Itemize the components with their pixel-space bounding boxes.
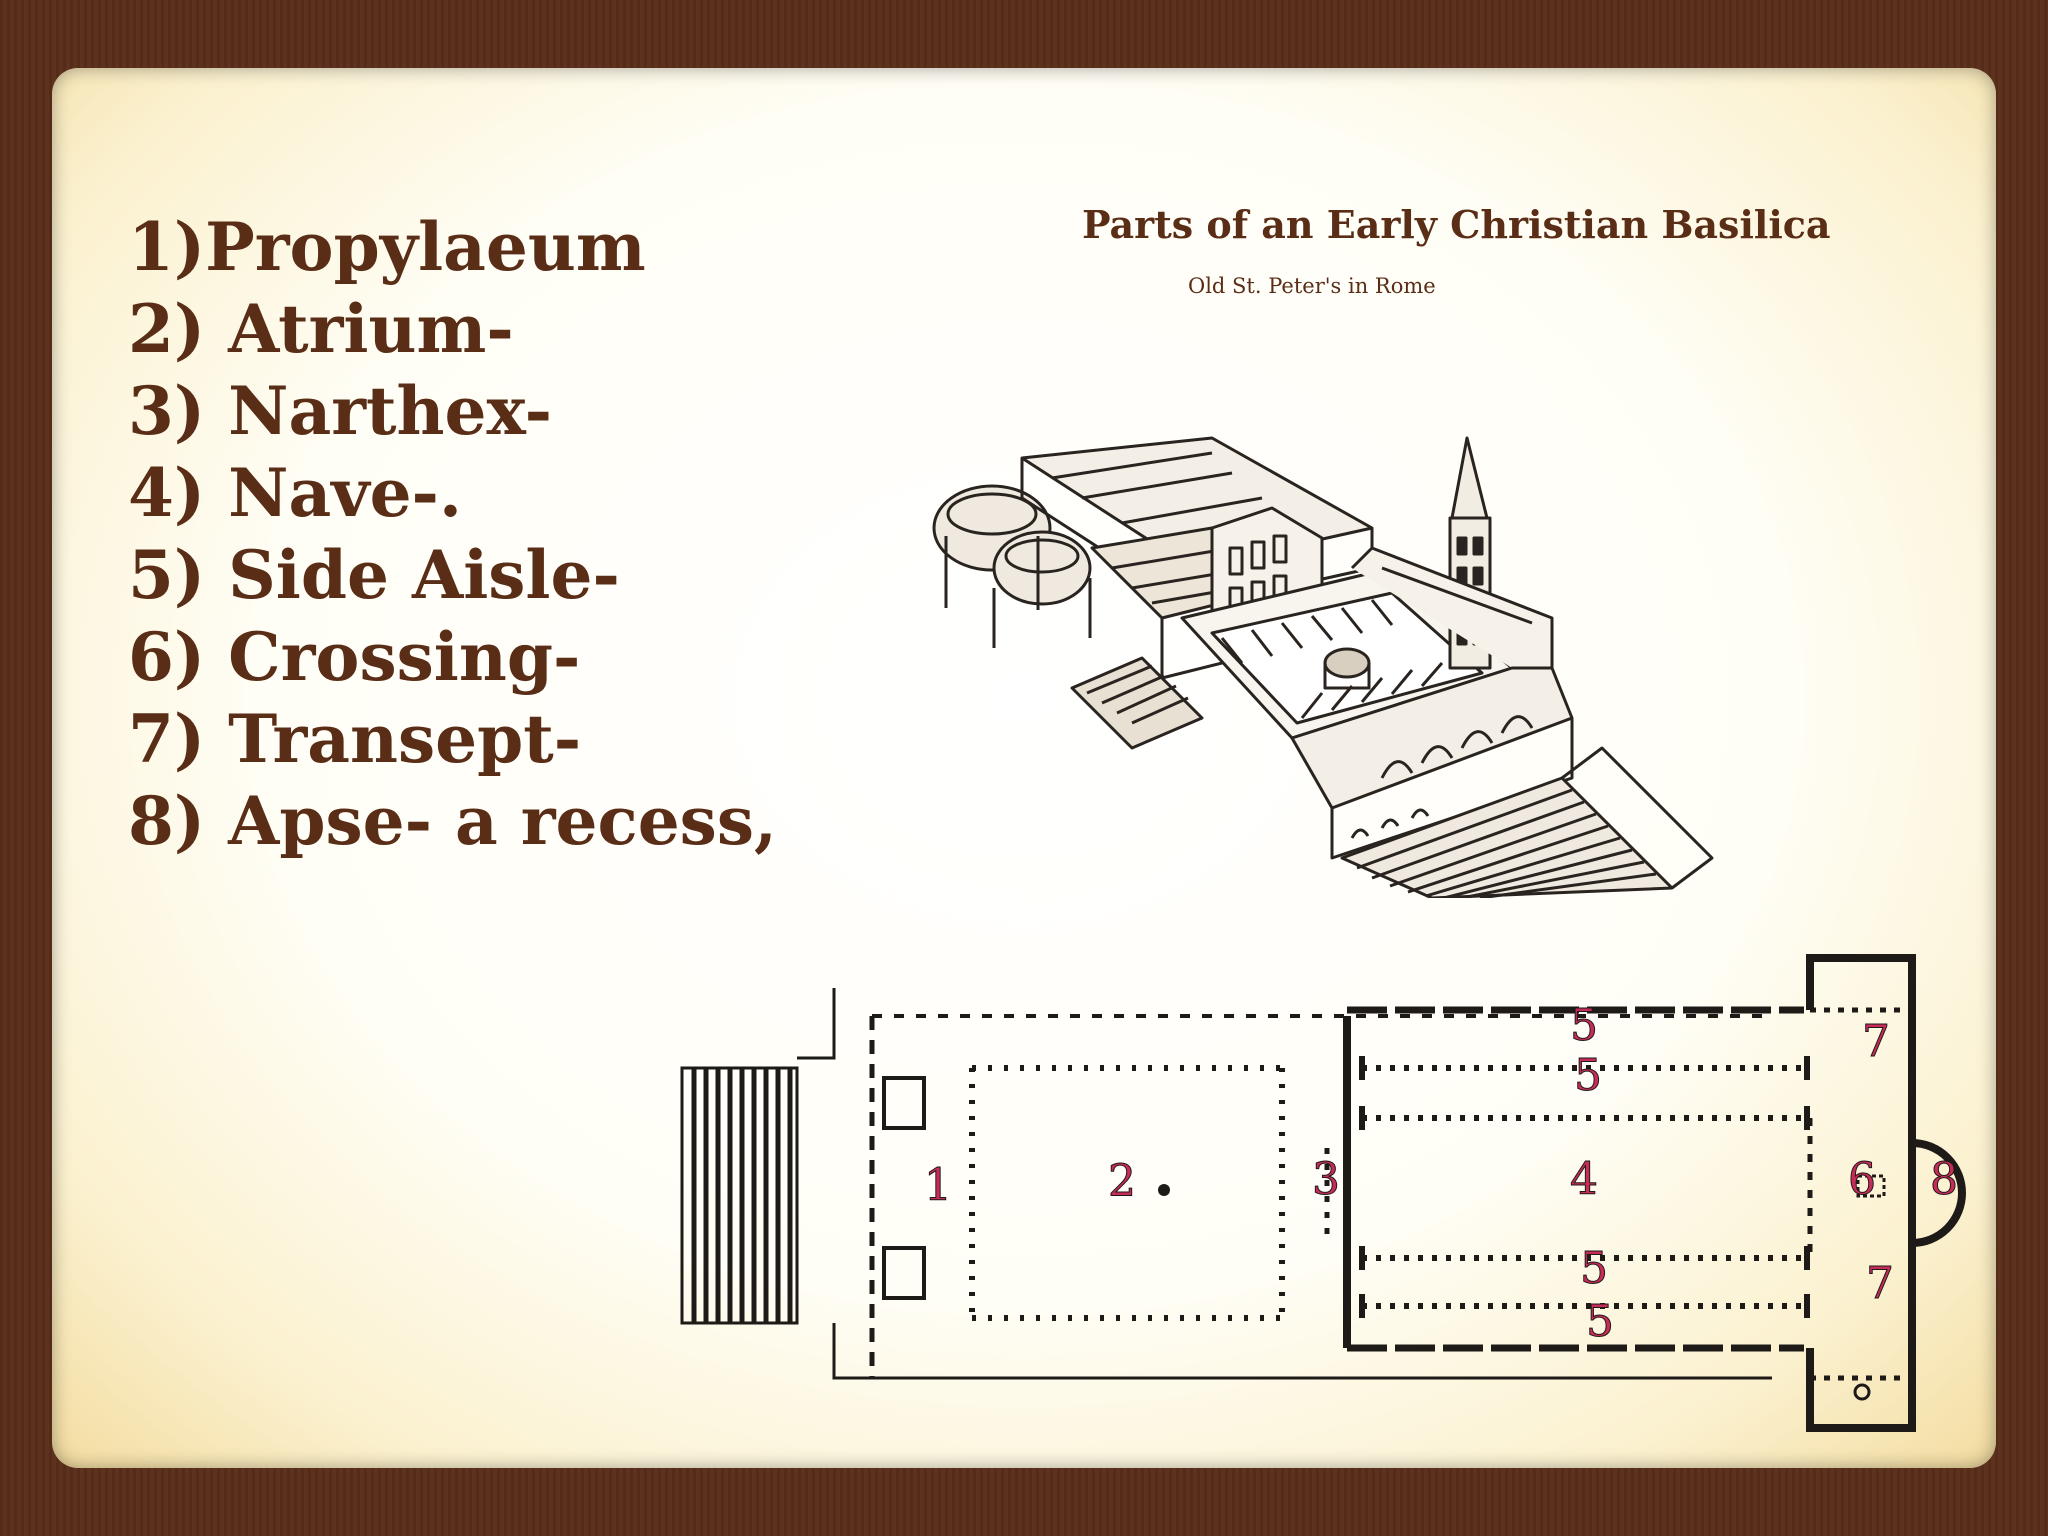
- slide: 1)Propylaeum 2) Atrium- 3) Narthex- 4) N…: [52, 68, 1996, 1468]
- basilica-floor-plan: 1 2 3 4 5 5 5 5 6 7 7 8: [680, 954, 1966, 1432]
- plan-label-aisle: 5: [1580, 1243, 1608, 1294]
- basilica-aerial-drawing: [932, 436, 1714, 898]
- front-steps: [680, 1066, 799, 1325]
- plan-label-aisle: 5: [1586, 1296, 1614, 1347]
- plan-label-transept: 7: [1866, 1258, 1894, 1309]
- figure-title: Parts of an Early Christian Basilica: [1082, 202, 1831, 247]
- plan-label-nave: 4: [1570, 1154, 1598, 1205]
- figure-subtitle: Old St. Peter's in Rome: [1188, 274, 1436, 298]
- plan-label-transept: 7: [1862, 1016, 1890, 1067]
- plan-label-propylaeum: 1: [924, 1160, 952, 1211]
- plan-label-aisle: 5: [1570, 1000, 1598, 1051]
- plan-label-atrium: 2: [1108, 1156, 1136, 1207]
- parts-list: 1)Propylaeum 2) Atrium- 3) Narthex- 4) N…: [128, 206, 777, 862]
- plan-label-crossing: 6: [1848, 1154, 1876, 1205]
- list-item: 7) Transept-: [128, 700, 582, 778]
- plan-label-narthex: 3: [1312, 1154, 1340, 1205]
- plan-label-aisle: 5: [1574, 1050, 1602, 1101]
- list-item: 2) Atrium-: [128, 290, 514, 368]
- list-item: 5) Side Aisle-: [128, 536, 620, 614]
- list-item: 4) Nave-.: [128, 454, 462, 532]
- list-item: 6) Crossing-: [128, 618, 581, 696]
- plan-label-apse: 8: [1930, 1154, 1958, 1205]
- list-item: 8) Apse- a recess,: [128, 782, 777, 860]
- list-item: 1)Propylaeum: [128, 208, 646, 286]
- list-item: 3) Narthex-: [128, 372, 553, 450]
